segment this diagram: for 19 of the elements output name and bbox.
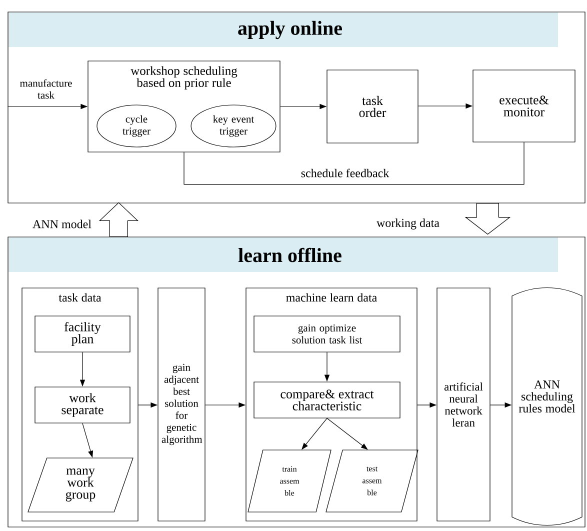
block-arrow: [464, 203, 511, 235]
process-box: gain adjacent best solution for genetic algorithm: [158, 288, 206, 522]
edge-label: ANN model: [32, 220, 92, 228]
process-box: execute& monitor: [472, 70, 576, 142]
process-box: compare& extract characteristic: [254, 382, 400, 418]
process-box: task order: [326, 70, 418, 144]
feedback-line: [184, 142, 524, 185]
arrow: [326, 418, 368, 450]
data-parallelogram: many work group: [28, 458, 134, 512]
edge-label: manufacture task: [20, 79, 72, 99]
edge-label: schedule feedback: [301, 168, 390, 178]
block-arrow: [98, 202, 138, 237]
data-parallelogram: train assem ble: [248, 450, 332, 512]
process-box: artificial neural network leran: [436, 288, 490, 522]
edge-label: working data: [376, 218, 440, 230]
process-box: gain optimize solution task list: [254, 316, 400, 352]
process-box: work separate: [34, 386, 130, 424]
data-parallelogram: test assem ble: [326, 450, 418, 512]
process-box: facility plan: [34, 316, 130, 352]
